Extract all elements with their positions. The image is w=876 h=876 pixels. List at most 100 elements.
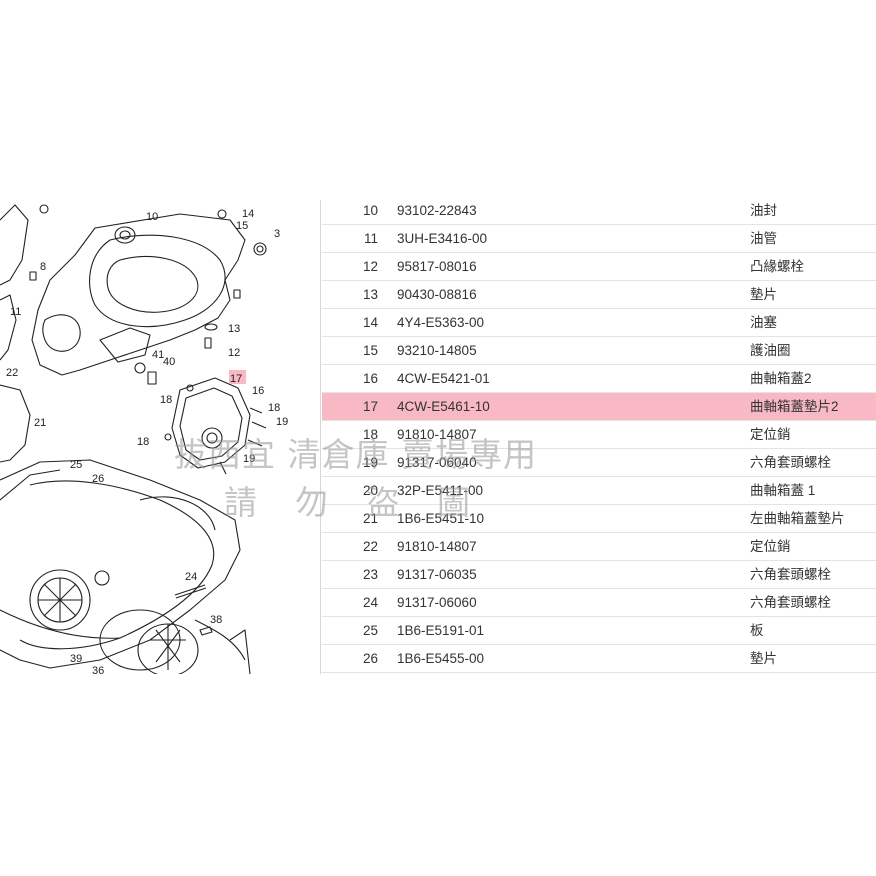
- part-code-cell: 1B6-E5455-00: [397, 651, 485, 666]
- callout-highlight-17: [229, 370, 246, 384]
- callout-label: 18: [268, 402, 280, 414]
- callout-label: 26: [92, 473, 104, 485]
- callout-label: 22: [6, 367, 18, 379]
- part-name-cell: 板: [750, 623, 764, 638]
- part-code-cell: 4Y4-E5363-00: [397, 315, 485, 330]
- part-number-cell: 25: [362, 623, 378, 638]
- part-code-cell: 91317-06060: [397, 595, 477, 610]
- table-row-highlighted[interactable]: 17 4CW-E5461-10 曲軸箱蓋墊片2: [322, 393, 876, 421]
- callout-label: 21: [34, 417, 46, 429]
- callout-label: 19: [243, 453, 255, 465]
- table-row[interactable]: 15 93210-14805 護油圈: [322, 337, 876, 365]
- table-row[interactable]: 26 1B6-E5455-00 墊片: [322, 645, 876, 673]
- part-name-cell: 油塞: [750, 315, 777, 330]
- callout-label: 8: [40, 261, 46, 273]
- part-number-cell: 21: [362, 511, 378, 526]
- table-row[interactable]: 14 4Y4-E5363-00 油塞: [322, 309, 876, 337]
- part-name-cell: 曲軸箱蓋 1: [750, 483, 816, 498]
- part-code-cell: 32P-E5411-00: [397, 483, 484, 498]
- crankcase-outline: [31, 213, 246, 376]
- part-name-cell: 曲軸箱蓋墊片2: [750, 399, 839, 414]
- callout-label: 16: [252, 385, 264, 397]
- crankcase-cover-2: [171, 377, 251, 469]
- part-number-cell: 16: [362, 371, 378, 386]
- part-name-cell: 護油圈: [750, 343, 791, 358]
- callout-label: 41: [152, 349, 164, 361]
- callout-label: 25: [70, 459, 82, 471]
- table-row[interactable]: 24 91317-06060 六角套頭螺栓: [322, 589, 876, 617]
- part-number-cell: 11: [363, 231, 378, 246]
- part-number-cell: 17: [362, 399, 378, 414]
- column-divider: [320, 200, 321, 674]
- part-code-cell: 1B6-E5451-10: [397, 511, 485, 526]
- callout-label: 10: [146, 211, 158, 223]
- callout-label: 18: [137, 436, 149, 448]
- callout-label: 11: [10, 306, 21, 318]
- callout-label: 19: [276, 416, 288, 428]
- part-name-cell: 墊片: [750, 651, 777, 666]
- part-code-cell: 91317-06035: [397, 567, 477, 582]
- part-code-cell: 3UH-E3416-00: [397, 231, 488, 246]
- part-code-cell: 4CW-E5461-10: [397, 399, 490, 414]
- callout-label: 39: [70, 653, 82, 665]
- callout-label: 24: [185, 571, 197, 583]
- part-name-cell: 曲軸箱蓋2: [750, 371, 812, 386]
- part-code-cell: 91810-14807: [397, 427, 477, 442]
- part-number-cell: 12: [362, 259, 378, 274]
- table-row[interactable]: 23 91317-06035 六角套頭螺栓: [322, 561, 876, 589]
- part-name-cell: 左曲軸箱蓋墊片: [750, 511, 845, 526]
- part-number-cell: 22: [362, 539, 378, 554]
- part-name-cell: 有帽螺絲: [750, 673, 804, 674]
- part-number-cell: 18: [362, 427, 378, 442]
- table-row[interactable]: 19 91317-06040 六角套頭螺栓: [322, 449, 876, 477]
- callout-label: 18: [160, 394, 172, 406]
- left-crankcase-cover: [0, 459, 241, 669]
- table-row[interactable]: 16 4CW-E5421-01 曲軸箱蓋2: [322, 365, 876, 393]
- part-code-cell: 93102-22843: [397, 203, 477, 218]
- table-row[interactable]: 13 90430-08816 墊片: [322, 281, 876, 309]
- part-name-cell: 油封: [750, 203, 777, 218]
- part-number-cell: 10: [362, 203, 378, 218]
- callout-label: 17: [230, 373, 242, 385]
- part-code-cell: 90430-08816: [397, 287, 477, 302]
- part-name-cell: 定位銷: [750, 539, 791, 554]
- part-code-cell: 91810-14807: [397, 539, 477, 554]
- part-number-cell: 26: [362, 651, 378, 666]
- part-number-cell: 24: [362, 595, 378, 610]
- part-code-cell: 91317-06040: [397, 455, 477, 470]
- part-number-cell: 13: [362, 287, 378, 302]
- part-number-cell: 20: [362, 483, 378, 498]
- callout-label: 3: [274, 228, 280, 240]
- table-row[interactable]: 20 32P-E5411-00 曲軸箱蓋 1: [322, 477, 876, 505]
- part-number-cell: 19: [362, 455, 378, 470]
- part-name-cell: 六角套頭螺栓: [750, 455, 831, 470]
- part-number-cell: 23: [362, 567, 378, 582]
- part-name-cell: 墊片: [750, 287, 777, 302]
- part-number-cell: 15: [362, 343, 378, 358]
- callout-label: 36: [92, 665, 104, 674]
- part-code-cell: 4CW-E5421-01: [397, 371, 490, 386]
- table-row[interactable]: 2798907-06012有帽螺絲: [322, 673, 876, 674]
- part-number-cell: 14: [362, 315, 378, 330]
- part-code-cell: 95817-08016: [397, 259, 477, 274]
- table-row[interactable]: 10 93102-22843 油封: [322, 200, 876, 225]
- part-name-cell: 凸緣螺栓: [750, 259, 804, 274]
- callout-label: 13: [228, 323, 240, 335]
- callout-label: 15: [236, 220, 248, 232]
- table-row[interactable]: 12 95817-08016 凸緣螺栓: [322, 253, 876, 281]
- callout-label: 14: [242, 208, 254, 220]
- table-row[interactable]: 21 1B6-E5451-10 左曲軸箱蓋墊片: [322, 505, 876, 533]
- parts-viewer: 10 14 15 3 8 11 13 12 41 40 22 17 16 18 …: [0, 200, 876, 674]
- exploded-parts-diagram: 10 14 15 3 8 11 13 12 41 40 22 17 16 18 …: [0, 204, 288, 674]
- part-number-cell: 27: [322, 673, 378, 674]
- part-name-cell: 六角套頭螺栓: [750, 567, 831, 582]
- callout-label: 38: [210, 614, 222, 626]
- callout-label: 40: [163, 356, 175, 368]
- table-row[interactable]: 22 91810-14807 定位銷: [322, 533, 876, 561]
- part-code-cell: 93210-14805: [397, 343, 477, 358]
- part-name-cell: 六角套頭螺栓: [750, 595, 831, 610]
